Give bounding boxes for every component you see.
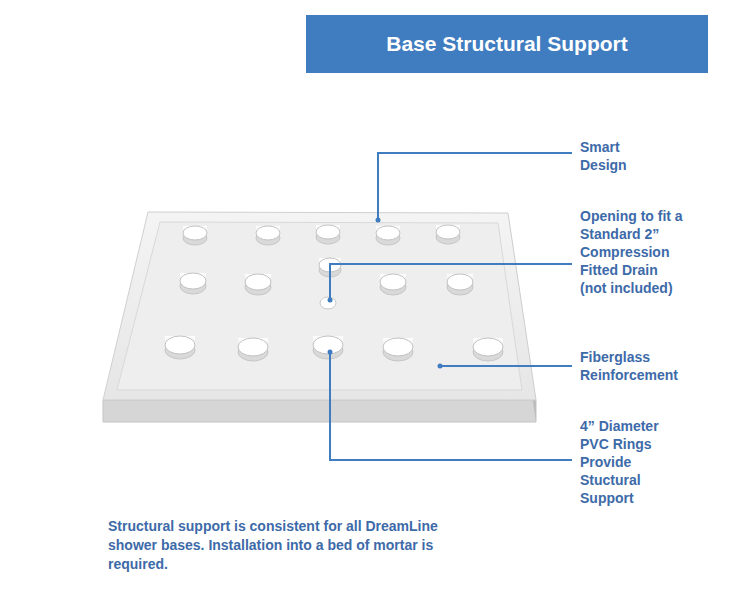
pvc-ring xyxy=(256,226,280,245)
pvc-ring xyxy=(238,338,268,361)
pvc-ring xyxy=(245,274,271,295)
pvc-ring xyxy=(183,226,207,245)
callout-label: Opening to fit a Standard 2” Compression… xyxy=(580,207,688,297)
title-banner xyxy=(306,15,708,73)
drain-opening xyxy=(320,297,336,309)
pvc-ring xyxy=(447,274,473,295)
pvc-ring xyxy=(180,273,206,294)
pvc-ring xyxy=(473,338,503,361)
leader-dots xyxy=(328,218,443,369)
pvc-ring xyxy=(380,274,406,295)
callout-label: 4” Diameter PVC Rings Provide Stuctural … xyxy=(580,417,672,507)
shower-base xyxy=(103,212,536,422)
pvc-ring xyxy=(383,338,413,361)
pvc-ring xyxy=(165,336,195,359)
callout-label: Fiberglass Reinforcement xyxy=(580,348,705,384)
pvc-ring xyxy=(313,336,343,359)
callout-label: Smart Design xyxy=(580,138,640,174)
pvc-ring xyxy=(376,226,400,245)
pvc-ring xyxy=(436,225,460,244)
pvc-rings xyxy=(165,225,503,361)
caption: Structural support is consistent for all… xyxy=(108,517,468,574)
leader-lines xyxy=(330,153,572,460)
pvc-ring xyxy=(316,225,340,244)
title: Base Structural Support xyxy=(306,15,708,73)
